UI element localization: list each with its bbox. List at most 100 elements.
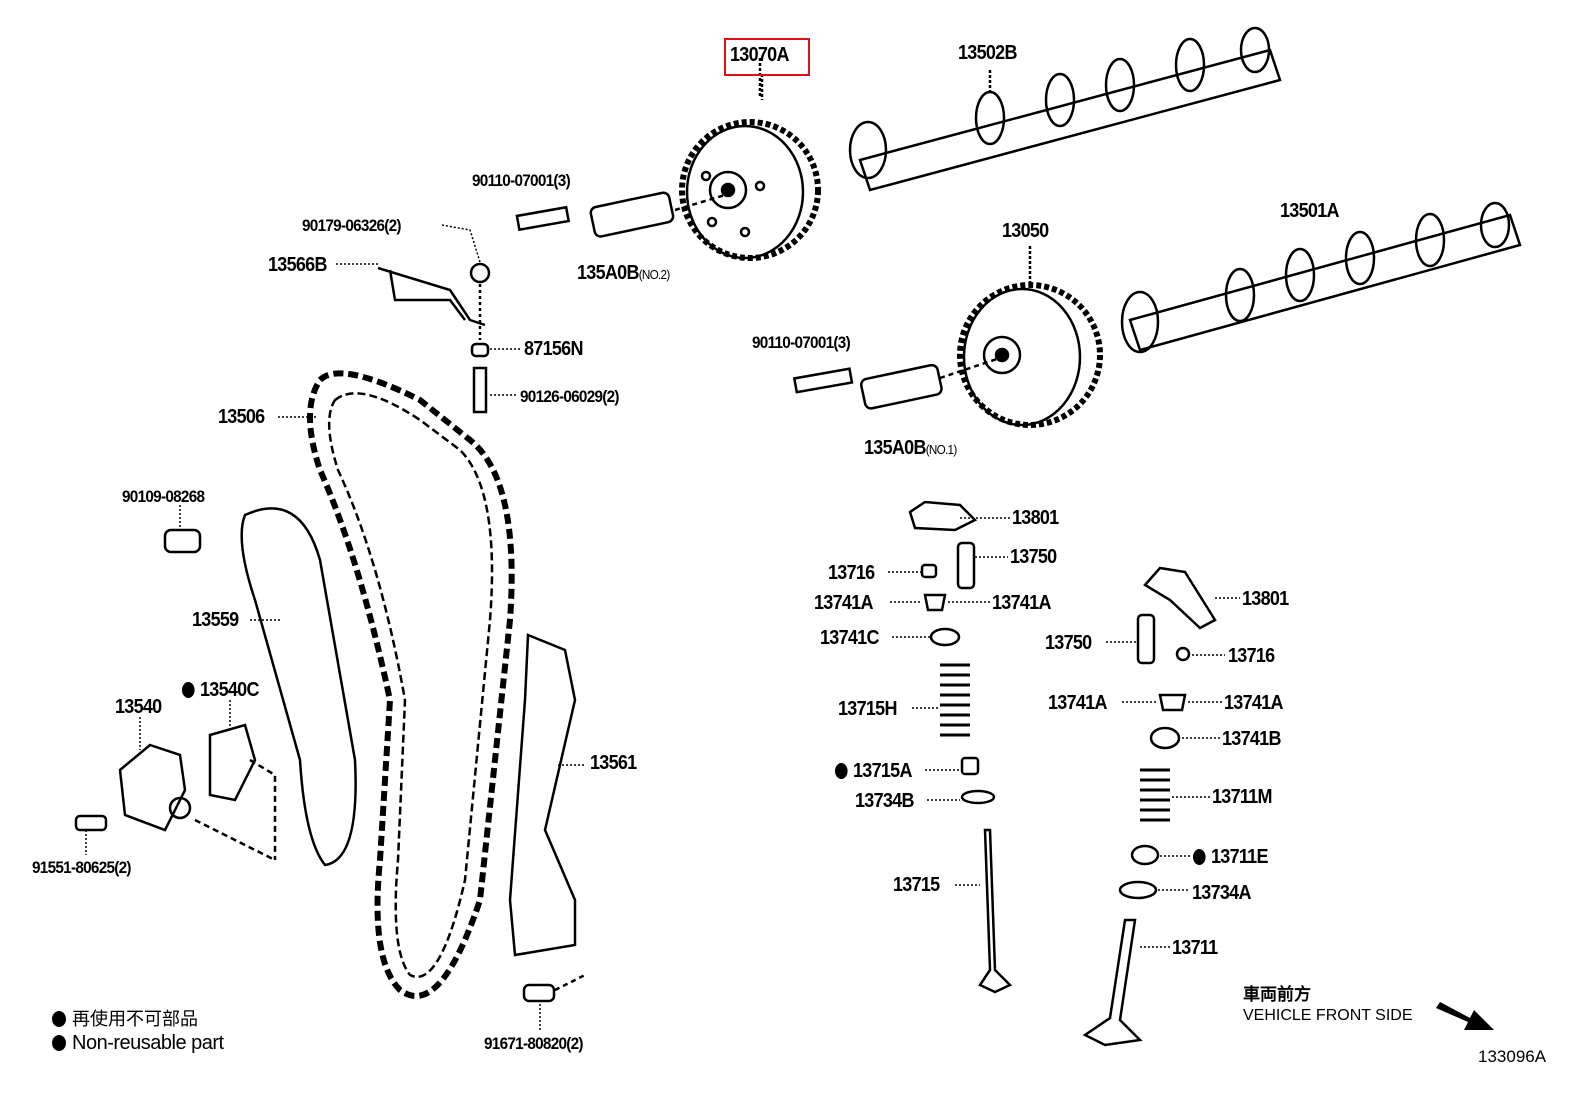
legend-jp-text: 再使用不可部品 [72, 1009, 198, 1029]
valve-stem-seal-13715A[interactable] [960, 756, 980, 776]
part-label[interactable]: 13741B [1222, 728, 1281, 750]
valve-stem-cap-13716-b[interactable] [1175, 646, 1191, 662]
part-label[interactable]: 91551-80625(2) [32, 858, 132, 877]
part-label[interactable]: 13741C [820, 627, 879, 649]
chain-slipper-guide-13559[interactable] [240, 507, 357, 867]
chain-vibration-damper-13561[interactable] [508, 633, 577, 957]
spring-seat-13734B[interactable] [960, 789, 996, 805]
camshaft-timing-gear-13050[interactable] [957, 246, 1103, 428]
direction-en: VEHICLE FRONT SIDE [1243, 1007, 1413, 1024]
part-label[interactable]: 13716 [1228, 645, 1275, 667]
bolt-91671[interactable] [522, 983, 556, 1003]
valve-stem-seal-13711E[interactable] [1130, 844, 1160, 866]
valve-spring-13715H[interactable] [940, 663, 970, 737]
part-label[interactable]: 13501A [1280, 200, 1339, 222]
part-label[interactable]: 13540 [115, 696, 162, 718]
timing-chain-13506[interactable] [307, 370, 515, 999]
part-label[interactable]: 135A0B(NO.1) [864, 437, 957, 461]
part-number: 13711E [1211, 846, 1268, 868]
valve-stem-cap-13716-a[interactable] [920, 563, 938, 579]
part-label[interactable]: 13050 [1002, 220, 1049, 242]
valve-keeper-13741A[interactable] [923, 593, 947, 612]
leader-line [939, 356, 1001, 380]
rocker-arm-13801-a[interactable] [908, 500, 978, 532]
non-reusable-dot [1193, 849, 1206, 865]
part-label[interactable]: 90126-06029(2) [520, 387, 620, 406]
part-label[interactable]: 90110-07001(3) [472, 171, 571, 190]
bolt-90110-a[interactable] [515, 205, 571, 232]
legend-en-text: Non-reusable part [72, 1032, 224, 1054]
part-note: (NO.1) [925, 442, 958, 457]
part-label[interactable]: 13506 [218, 406, 265, 428]
bushing-135A0B-no2[interactable] [589, 191, 675, 238]
bushing-135A0B-no1[interactable] [859, 363, 943, 410]
camshaft-13501A[interactable] [1120, 201, 1522, 354]
valve-keeper-13741A-b[interactable] [1158, 693, 1187, 712]
bracket-13566B[interactable] [377, 266, 486, 327]
valve-retainer-13741C[interactable] [929, 627, 961, 647]
part-label[interactable]: 13801 [1242, 588, 1289, 610]
lash-adjuster-13750-b[interactable] [1136, 613, 1156, 665]
part-label[interactable]: 13716 [828, 562, 875, 584]
part-label[interactable]: 13715A [835, 760, 912, 782]
valve-retainer-13741B[interactable] [1149, 726, 1181, 750]
part-label[interactable]: 135A0B(NO.2) [577, 262, 670, 286]
part-label[interactable]: 90110-07001(3) [752, 333, 851, 352]
part-label[interactable]: 87156N [524, 338, 583, 360]
legend-jp: 再使用不可部品 [52, 1008, 198, 1030]
leader-lines [85, 224, 1240, 1030]
highlight-box [724, 38, 810, 76]
part-label[interactable]: 90109-08268 [122, 487, 205, 506]
part-label[interactable]: 13715H [838, 698, 897, 720]
part-label[interactable]: 13750 [1045, 632, 1092, 654]
part-label[interactable]: 13734A [1192, 882, 1251, 904]
non-reusable-dot [52, 1035, 66, 1051]
part-label[interactable]: 13559 [192, 609, 239, 631]
part-number: 135A0B [864, 437, 926, 459]
part-label[interactable]: 13715 [893, 874, 940, 896]
camshaft-timing-gear-13070A[interactable] [679, 58, 821, 261]
part-label[interactable]: 13711 [1172, 937, 1218, 959]
part-label[interactable]: 13711M [1212, 786, 1272, 808]
nut-90179[interactable] [469, 262, 491, 284]
camshaft-13502B[interactable] [848, 26, 1282, 192]
part-label[interactable]: 90179-06326(2) [302, 216, 402, 235]
rocker-arm-13801-b[interactable] [1143, 566, 1217, 630]
part-label[interactable]: 13566B [268, 254, 327, 276]
pin-87156N[interactable] [470, 342, 490, 358]
part-label-13070A[interactable]: 13070A [730, 44, 789, 66]
part-label[interactable]: 13741A [814, 592, 873, 614]
part-label[interactable]: 13540C [182, 679, 259, 701]
bolt-90109[interactable] [163, 528, 202, 554]
non-reusable-dot [52, 1011, 66, 1027]
part-label[interactable]: 13734B [855, 790, 914, 812]
bolt-91551[interactable] [74, 814, 108, 832]
non-reusable-dot [835, 763, 848, 779]
part-number: 135A0B [577, 262, 639, 284]
part-label[interactable]: 13741A [1224, 692, 1283, 714]
diagram-id: 133096A [1478, 1047, 1547, 1066]
part-label[interactable]: 13741A [992, 592, 1051, 614]
stud-90126[interactable] [472, 366, 488, 414]
part-label[interactable]: 13741A [1048, 692, 1107, 714]
spring-seat-13734A[interactable] [1118, 880, 1158, 900]
part-label[interactable]: 13750 [1010, 546, 1057, 568]
direction-jp: 車両前方 [1243, 985, 1311, 1004]
part-label[interactable]: 13801 [1012, 507, 1059, 529]
valve-spring-13711M[interactable] [1140, 768, 1170, 822]
valve-13711[interactable] [1082, 918, 1143, 1047]
gasket-13540C[interactable] [208, 723, 257, 802]
chain-tensioner-13540[interactable] [118, 743, 187, 832]
bolt-90110-b[interactable] [792, 367, 854, 394]
part-label[interactable]: 91671-80820(2) [484, 1034, 584, 1053]
arrow-down-right-icon [1436, 1002, 1494, 1030]
valve-13715[interactable] [978, 828, 1013, 994]
part-label[interactable]: 13711E [1193, 846, 1268, 868]
part-note: (NO.2) [638, 267, 671, 282]
lash-adjuster-13750-a[interactable] [956, 541, 976, 590]
non-reusable-dot [182, 682, 195, 698]
part-label[interactable]: 13561 [590, 752, 637, 774]
part-label[interactable]: 13502B [958, 42, 1017, 64]
